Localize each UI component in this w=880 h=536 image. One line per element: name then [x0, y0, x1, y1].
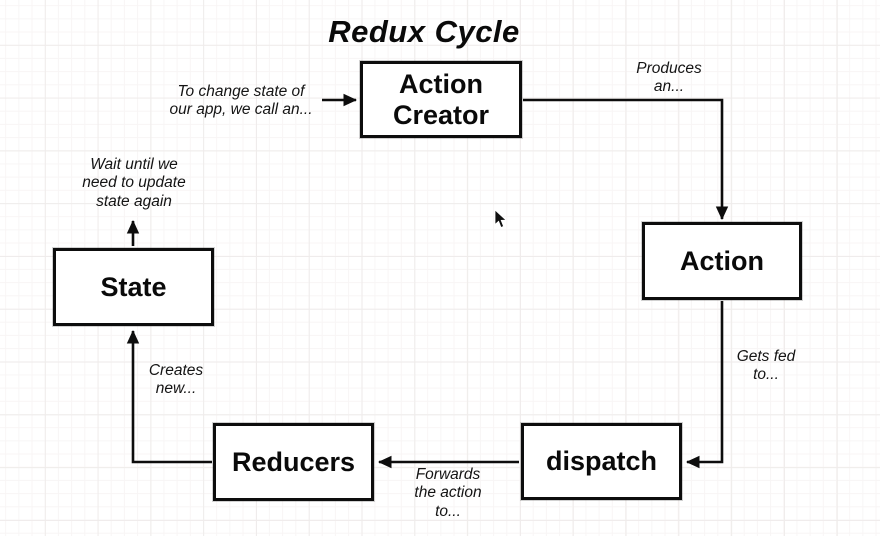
node-action: Action — [642, 222, 802, 300]
annotation-wait-until: Wait until we need to update state again — [82, 156, 186, 210]
connector-action-creator-to-action — [523, 98, 729, 220]
annotation-produces: Produces an... — [636, 60, 702, 96]
mouse-pointer-icon — [494, 210, 507, 229]
annotation-gets-fed: Gets fed to... — [736, 348, 796, 384]
annotation-forwards: Forwards the action to... — [414, 466, 482, 520]
node-action-creator-label: Action Creator — [392, 69, 490, 130]
node-dispatch: dispatch — [521, 423, 682, 500]
node-reducers: Reducers — [213, 423, 374, 501]
diagram-title: Redux Cycle — [328, 14, 520, 49]
node-reducers-label: Reducers — [231, 446, 356, 477]
node-state: State — [53, 248, 214, 326]
connector-action-to-dispatch — [686, 301, 724, 469]
annotation-call-action-creator: To change state of our app, we call an..… — [169, 83, 313, 119]
node-state-label: State — [100, 271, 167, 302]
node-dispatch-label: dispatch — [545, 446, 658, 477]
node-action-label: Action — [680, 245, 764, 276]
annotation-creates-new: Creates new... — [148, 362, 204, 398]
node-action-creator: Action Creator — [360, 61, 522, 138]
